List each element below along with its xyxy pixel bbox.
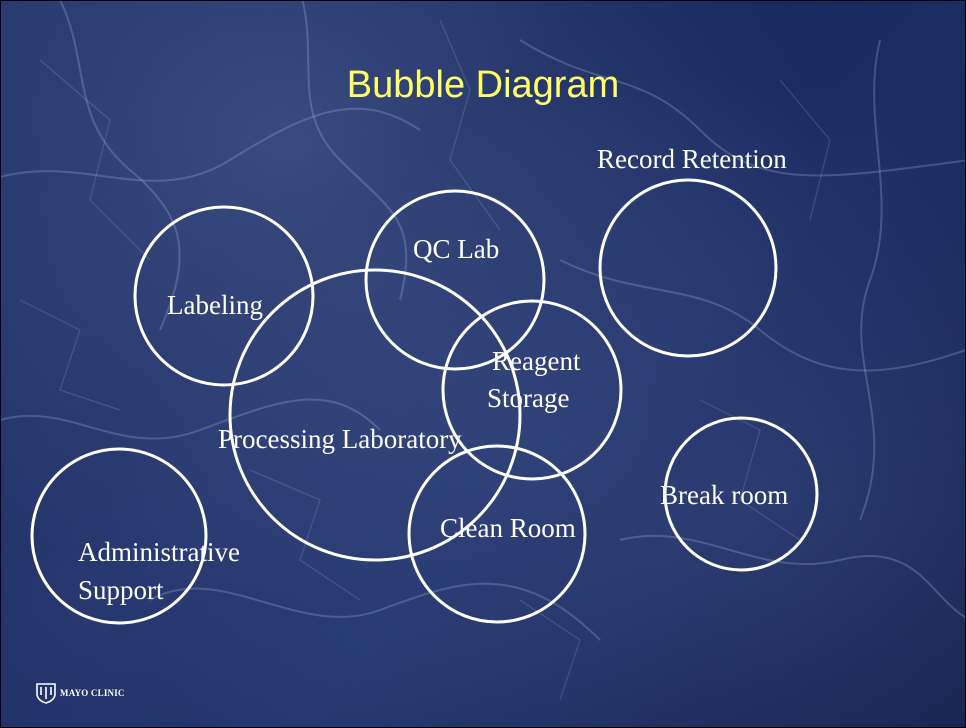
label-qc-lab: QC Lab bbox=[413, 234, 499, 264]
label-clean-room: Clean Room bbox=[440, 513, 576, 543]
bubble-reagent-storage bbox=[441, 299, 623, 481]
label-administrative-support-line-1: Administrative bbox=[78, 537, 240, 567]
bubble-administrative-support bbox=[30, 447, 208, 625]
mayo-shield-icon bbox=[36, 683, 56, 704]
slide-title: Bubble Diagram bbox=[346, 64, 620, 106]
logo-text: MAYO CLINIC bbox=[60, 688, 125, 698]
label-labeling: Labeling bbox=[167, 290, 263, 320]
label-processing-laboratory: Processing Laboratory bbox=[218, 424, 462, 454]
bubble-clean-room bbox=[407, 444, 587, 624]
mayo-clinic-logo: MAYO CLINIC bbox=[36, 682, 125, 704]
label-administrative-support-line-2: Support bbox=[78, 575, 164, 605]
label-reagent-storage-line-1: Reagent bbox=[492, 346, 581, 376]
label-reagent-storage-line-2: Storage bbox=[487, 383, 569, 413]
label-record-retention: Record Retention bbox=[597, 144, 787, 174]
bubble-processing-laboratory bbox=[228, 268, 522, 562]
label-break-room: Break room bbox=[660, 480, 788, 510]
bubble-labeling bbox=[133, 205, 315, 387]
bubble-break-room bbox=[663, 416, 819, 572]
bubble-record-retention bbox=[598, 178, 778, 358]
bubble-qc-lab bbox=[364, 189, 546, 371]
